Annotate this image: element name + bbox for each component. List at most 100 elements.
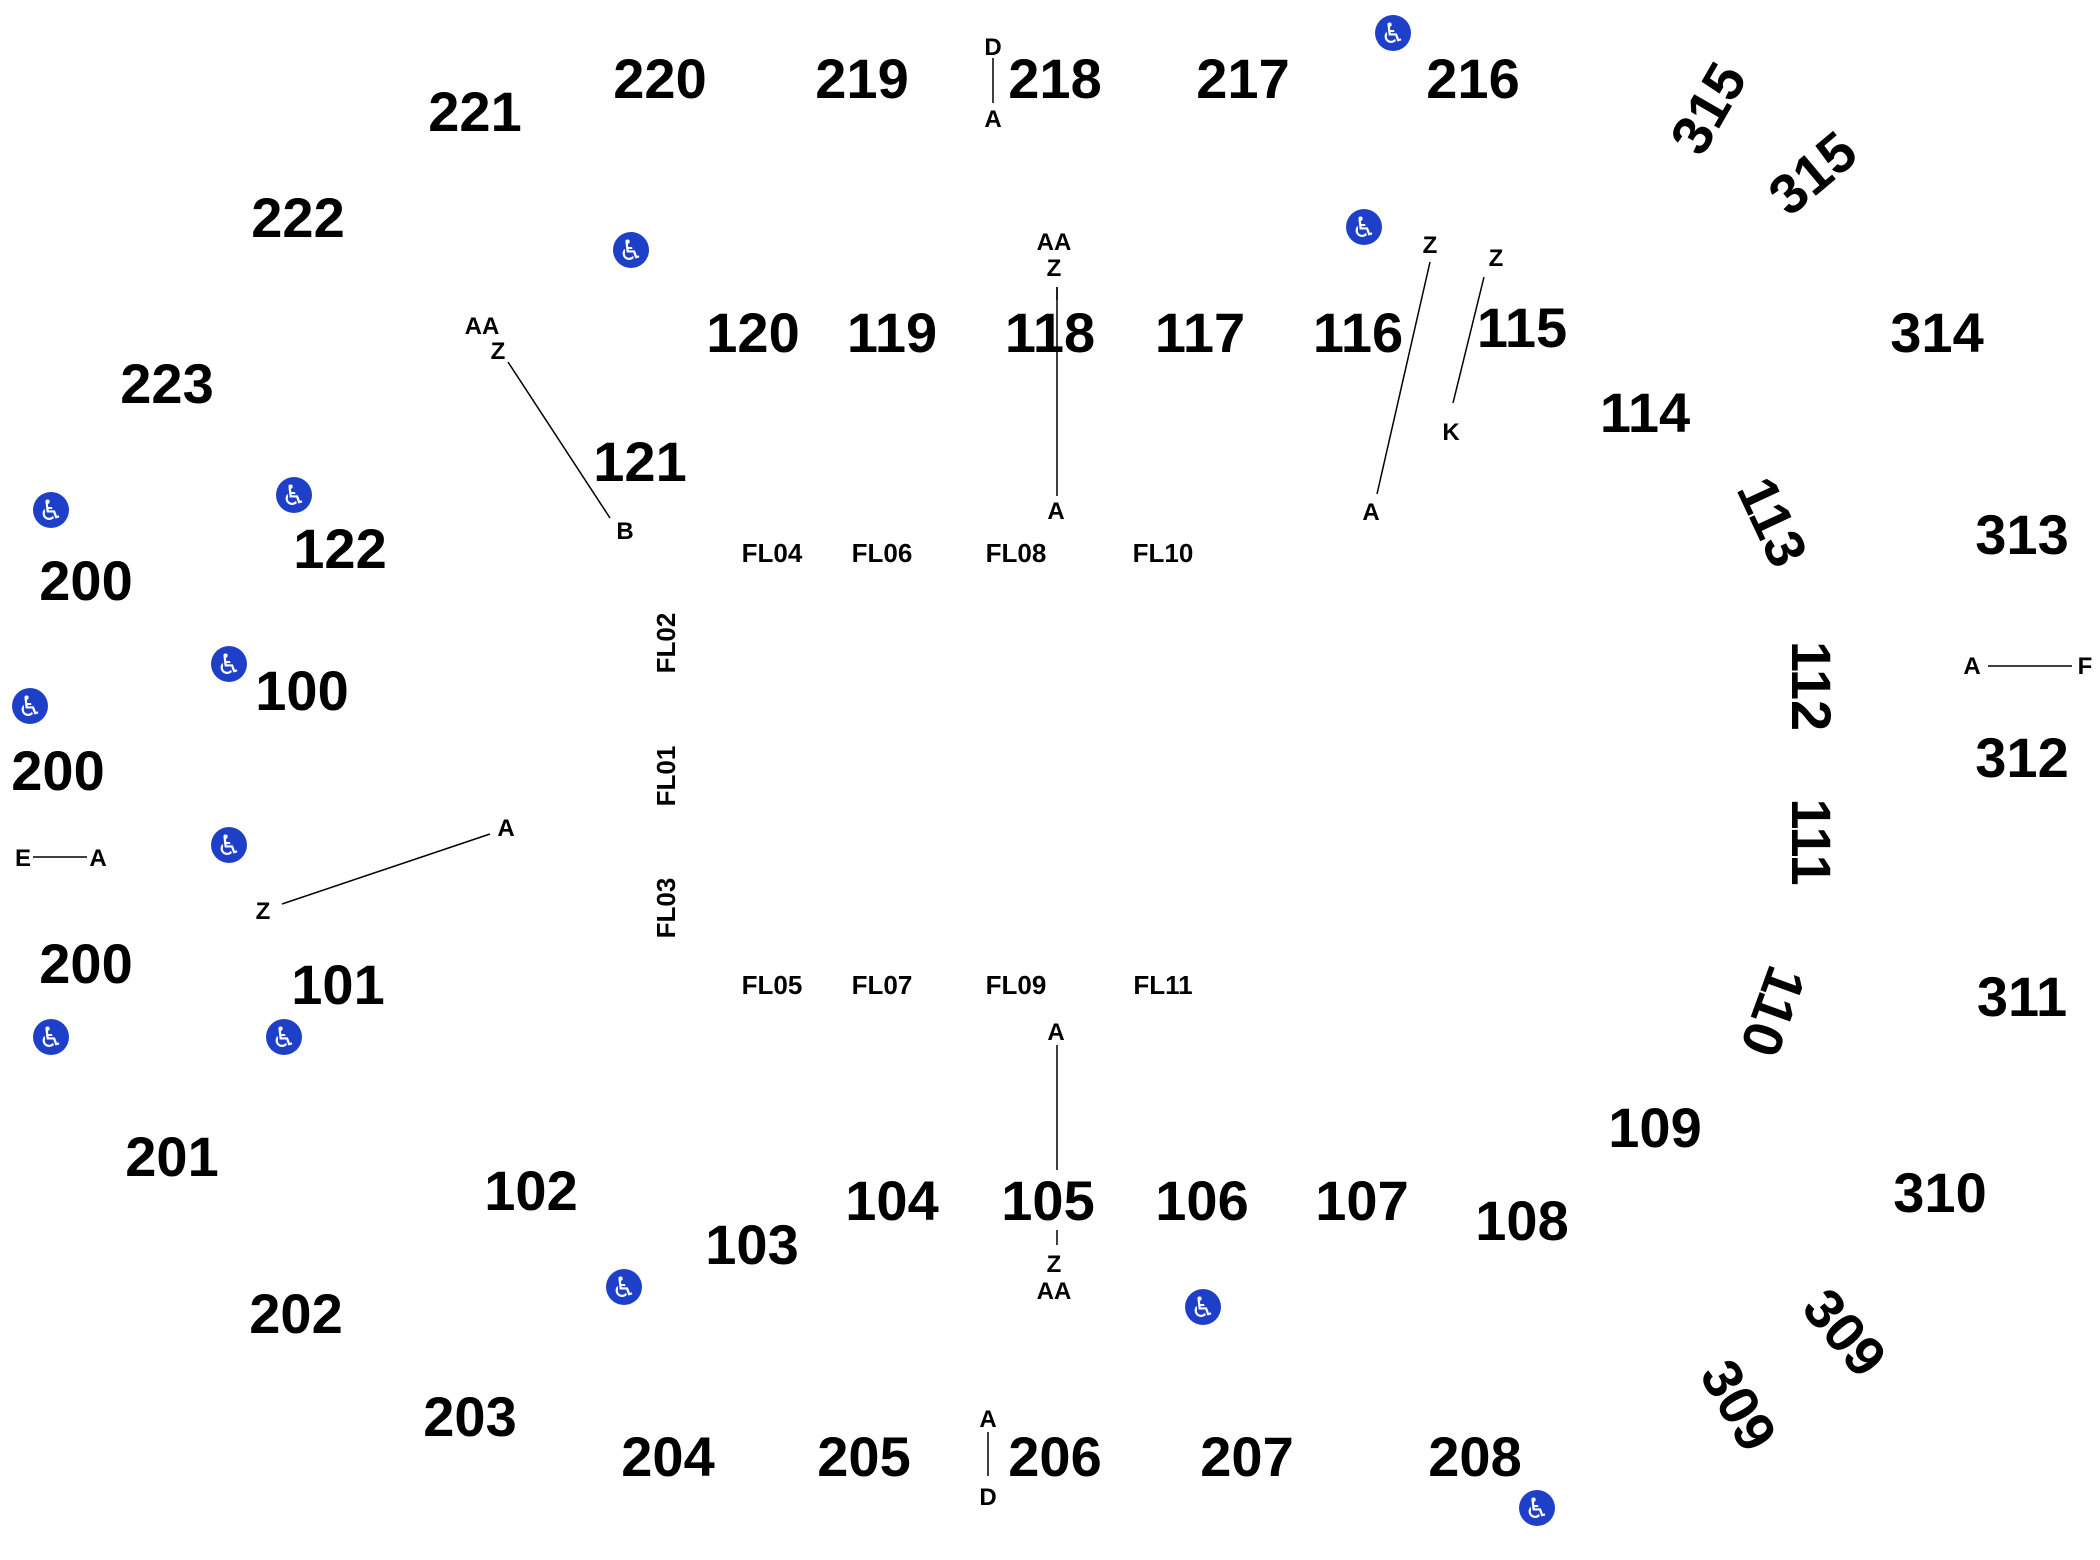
row-marker: B xyxy=(616,518,633,545)
wheelchair-icon: ♿ xyxy=(613,232,649,268)
section-label[interactable]: 204 xyxy=(621,1425,714,1488)
section-label[interactable]: 101 xyxy=(291,953,384,1016)
section-label[interactable]: 315 xyxy=(1657,52,1758,164)
section-label[interactable]: 216 xyxy=(1426,47,1519,110)
section-label[interactable]: 116 xyxy=(1313,301,1403,364)
section-label[interactable]: 315 xyxy=(1756,119,1868,227)
section-label[interactable]: 217 xyxy=(1196,47,1289,110)
section-label[interactable]: 120 xyxy=(706,301,799,364)
svg-text:♿: ♿ xyxy=(216,829,241,862)
svg-text:♿: ♿ xyxy=(611,1271,636,1304)
svg-text:♿: ♿ xyxy=(281,479,306,512)
floor-label[interactable]: FL06 xyxy=(852,538,913,568)
section-label[interactable]: 313 xyxy=(1975,503,2068,566)
wheelchair-icon: ♿ xyxy=(1375,15,1411,51)
section-label[interactable]: 113 xyxy=(1725,468,1820,577)
section-label[interactable]: 207 xyxy=(1200,1425,1293,1488)
section-label[interactable]: 122 xyxy=(293,517,386,580)
wheelchair-icon: ♿ xyxy=(33,1019,69,1055)
section-label[interactable]: 200 xyxy=(39,549,132,612)
section-label[interactable]: 222 xyxy=(251,186,344,249)
svg-text:♿: ♿ xyxy=(1351,211,1376,244)
section-label[interactable]: 201 xyxy=(125,1125,218,1188)
section-label[interactable]: 208 xyxy=(1428,1425,1521,1488)
wheelchair-icon: ♿ xyxy=(211,827,247,863)
section-label[interactable]: 200 xyxy=(11,739,104,802)
section-label[interactable]: 110 xyxy=(1728,958,1818,1064)
section-label[interactable]: 115 xyxy=(1477,296,1567,359)
section-label[interactable]: 119 xyxy=(847,301,937,364)
row-marker: Z xyxy=(1489,245,1504,272)
svg-text:♿: ♿ xyxy=(271,1021,296,1054)
section-label[interactable]: 218 xyxy=(1008,47,1101,110)
floor-label[interactable]: FL09 xyxy=(986,970,1047,1000)
section-label[interactable]: 111 xyxy=(1780,798,1843,885)
section-label[interactable]: 104 xyxy=(845,1169,938,1232)
wheelchair-icon: ♿ xyxy=(33,492,69,528)
section-label[interactable]: 221 xyxy=(428,80,521,143)
row-marker: AA xyxy=(1037,1278,1072,1305)
section-label[interactable]: 107 xyxy=(1315,1169,1408,1232)
section-label[interactable]: 203 xyxy=(423,1385,516,1448)
section-label[interactable]: 310 xyxy=(1893,1161,1986,1224)
section-label[interactable]: 117 xyxy=(1155,301,1245,364)
wheelchair-icon: ♿ xyxy=(1346,209,1382,245)
section-label[interactable]: 311 xyxy=(1977,965,2067,1028)
section-label[interactable]: 112 xyxy=(1780,641,1843,731)
section-label[interactable]: 202 xyxy=(249,1282,342,1345)
svg-text:♿: ♿ xyxy=(1524,1492,1549,1525)
section-label[interactable]: 118 xyxy=(1005,301,1095,364)
section-label[interactable]: 312 xyxy=(1975,726,2068,789)
svg-text:♿: ♿ xyxy=(1190,1291,1215,1324)
wheelchair-icon: ♿ xyxy=(211,646,247,682)
wheelchair-icon: ♿ xyxy=(606,1269,642,1305)
floor-label[interactable]: FL05 xyxy=(742,970,803,1000)
floor-label[interactable]: FL01 xyxy=(651,746,681,807)
section-label[interactable]: 102 xyxy=(484,1159,577,1222)
row-line-101 xyxy=(281,833,491,905)
floor-label[interactable]: FL03 xyxy=(651,878,681,939)
floor-label[interactable]: FL04 xyxy=(742,538,803,568)
section-label[interactable]: 205 xyxy=(817,1425,910,1488)
section-label[interactable]: 200 xyxy=(39,932,132,995)
row-markers: D A AA Z Z Z AA Z K A A B A F E A A Z A … xyxy=(15,34,2092,1511)
floor-label[interactable]: FL02 xyxy=(651,613,681,674)
floor-label[interactable]: FL07 xyxy=(852,970,913,1000)
row-marker: A xyxy=(497,815,514,842)
section-label[interactable]: 219 xyxy=(815,47,908,110)
row-marker: E xyxy=(15,845,31,872)
section-label[interactable]: 106 xyxy=(1155,1169,1248,1232)
section-label[interactable]: 309 xyxy=(1688,1349,1789,1461)
accessible-icons: ♿ ♿ ♿ ♿ ♿ ♿ ♿ ♿ ♿ ♿ ♿ ♿ ♿ xyxy=(12,15,1555,1526)
wheelchair-icon: ♿ xyxy=(1185,1289,1221,1325)
row-marker: AA xyxy=(1037,229,1072,256)
svg-text:♿: ♿ xyxy=(38,494,63,527)
section-label[interactable]: 223 xyxy=(120,352,213,415)
floor-label[interactable]: FL11 xyxy=(1133,970,1192,1000)
section-label[interactable]: 114 xyxy=(1600,381,1690,444)
row-marker: A xyxy=(1963,653,1980,680)
section-label[interactable]: 206 xyxy=(1008,1425,1101,1488)
row-marker: Z xyxy=(256,898,271,925)
section-label[interactable]: 105 xyxy=(1001,1169,1094,1232)
row-marker: F xyxy=(2078,653,2093,680)
floor-labels: FL04 FL06 FL08 FL10 FL02 FL01 FL03 FL05 … xyxy=(651,538,1193,1000)
section-label[interactable]: 103 xyxy=(705,1213,798,1276)
svg-text:♿: ♿ xyxy=(618,234,643,267)
section-label[interactable]: 309 xyxy=(1791,1276,1899,1388)
section-label[interactable]: 109 xyxy=(1608,1096,1701,1159)
wheelchair-icon: ♿ xyxy=(1519,1490,1555,1526)
svg-text:♿: ♿ xyxy=(216,648,241,681)
section-label[interactable]: 314 xyxy=(1890,301,1983,364)
row-marker: Z xyxy=(1047,1251,1062,1278)
section-label[interactable]: 220 xyxy=(613,47,706,110)
floor-label[interactable]: FL08 xyxy=(986,538,1047,568)
svg-text:♿: ♿ xyxy=(17,690,42,723)
section-label[interactable]: 108 xyxy=(1475,1189,1568,1252)
row-line-121 xyxy=(507,361,611,519)
section-label[interactable]: 100 xyxy=(255,659,348,722)
row-lines xyxy=(33,58,2072,1476)
section-label[interactable]: 121 xyxy=(593,430,686,493)
floor-label[interactable]: FL10 xyxy=(1133,538,1194,568)
